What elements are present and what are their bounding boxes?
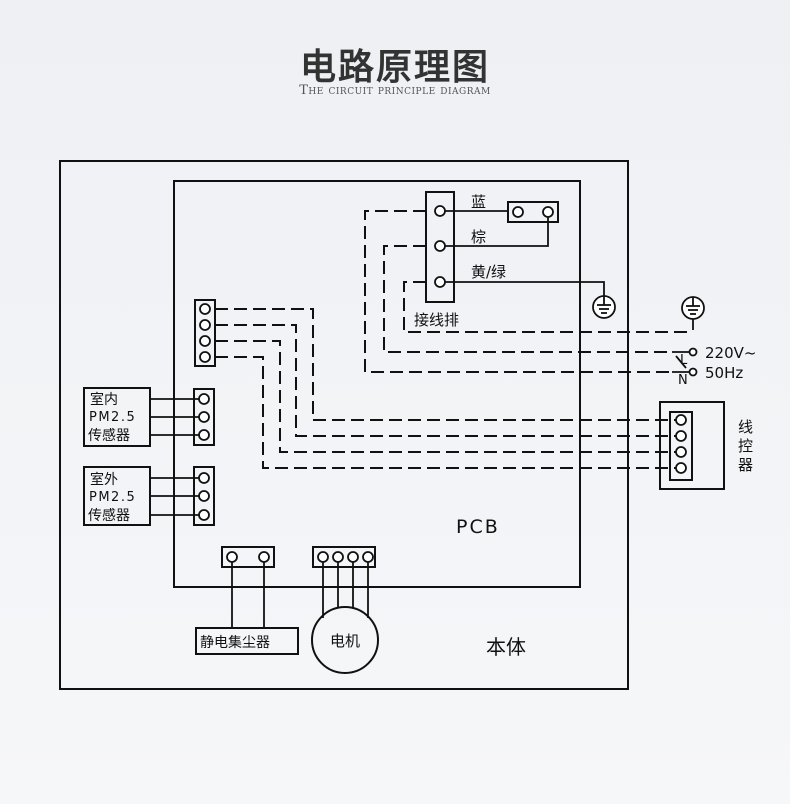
body-frame — [59, 160, 629, 690]
indoor-sensor-line-2: PM2.5 — [89, 410, 136, 425]
jumper-connector — [507, 201, 559, 223]
wire-blue-label: 蓝 — [471, 193, 486, 211]
outdoor-sensor-line-3: 传感器 — [88, 507, 130, 524]
outdoor-sensor-line-1: 室外 — [90, 471, 118, 488]
wire-brown-label: 棕 — [471, 228, 486, 246]
neutral-letter: N — [678, 373, 688, 388]
wire-controller-line-3: 器 — [738, 456, 753, 474]
pcb-frame — [173, 180, 581, 588]
wire-controller-box — [659, 401, 725, 490]
ground-icon-internal — [592, 295, 616, 319]
page-subtitle: The circuit principle diagram — [299, 83, 491, 98]
ground-icon-external — [681, 296, 705, 320]
wire-controller-line-1: 线 — [738, 418, 753, 436]
motor-connector — [312, 546, 376, 568]
wire-controller-connector — [669, 411, 693, 481]
terminal-block-label: 接线排 — [414, 311, 459, 329]
wire-yellow-green-label: 黄/绿 — [471, 263, 506, 281]
motor-label: 电机 — [330, 632, 360, 650]
outdoor-sensor-line-2: PM2.5 — [89, 490, 136, 505]
indoor-sensor-line-1: 室内 — [90, 391, 118, 408]
pcb-label: PCB — [456, 516, 500, 538]
precipitator-box — [195, 627, 299, 655]
power-voltage-label: 220V~ — [705, 344, 756, 362]
page-title: 电路原理图 — [299, 47, 490, 88]
precipitator-label: 静电集尘器 — [200, 634, 270, 651]
wire-controller-line-2: 控 — [738, 437, 753, 455]
pcb-connector-4pin — [194, 299, 216, 367]
precipitator-connector — [221, 546, 275, 568]
motor-circle — [311, 606, 379, 674]
live-letter: L — [680, 353, 688, 368]
power-frequency-label: 50Hz — [705, 364, 743, 382]
body-label: 本体 — [486, 635, 526, 659]
indoor-sensor-line-3: 传感器 — [88, 427, 130, 444]
